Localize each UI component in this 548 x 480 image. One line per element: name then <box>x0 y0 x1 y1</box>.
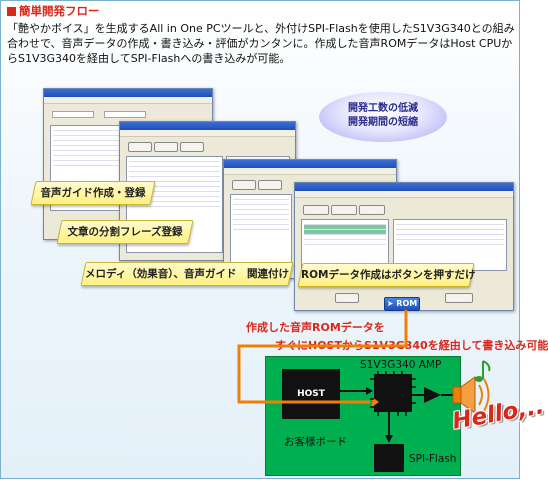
window-button[interactable] <box>180 142 204 152</box>
menu-bar <box>44 97 212 104</box>
callout-melody: メロディ（効果音）、音声ガイド 関連付け <box>80 262 294 286</box>
menu-bar <box>295 191 513 198</box>
melody-list <box>230 194 292 268</box>
rom-arrow-icon: ➤ <box>386 299 394 308</box>
rom-table <box>301 219 389 271</box>
host-chip: HOST <box>282 369 340 419</box>
window-button[interactable] <box>359 205 385 215</box>
window-button[interactable] <box>128 142 152 152</box>
window-button[interactable] <box>154 142 178 152</box>
window-button[interactable] <box>232 180 256 190</box>
menu-bar <box>120 130 295 137</box>
menu-bar <box>224 168 396 175</box>
s1v3g340-chip <box>374 374 412 412</box>
tool-window-4 <box>294 182 514 311</box>
title-bar <box>120 122 295 130</box>
window-button[interactable] <box>331 205 357 215</box>
benefit-line-1: 開発工数の低減 <box>348 103 418 114</box>
write-note-line-2: すぐにHOSTからS1V3G340を経由して書き込み可能 <box>275 339 548 352</box>
rom-settings <box>393 219 507 271</box>
spi-flash-label: SPI-Flash <box>409 453 457 465</box>
rom-button[interactable]: ➤ ROM <box>384 297 420 311</box>
board-label: お客様ボード <box>284 436 347 448</box>
benefit-ellipse: 開発工数の低減 開発期間の短縮 <box>319 92 447 142</box>
spi-flash-chip <box>374 444 404 472</box>
window-button[interactable] <box>335 293 359 303</box>
window-button[interactable] <box>445 293 473 303</box>
section-title: 簡単開発フロー <box>7 3 100 19</box>
benefit-line-2: 開発期間の短縮 <box>348 117 418 128</box>
window-button[interactable] <box>258 180 282 190</box>
title-bar <box>44 89 212 97</box>
title-bar <box>295 183 513 191</box>
title-square-icon <box>7 7 16 16</box>
amp-label: S1V3G340 AMP <box>360 359 442 371</box>
intro-text: 「艶やかボイス」を生成するAll in One PCツールと、外付けSPI-Fl… <box>7 22 515 65</box>
window-button[interactable] <box>303 205 329 215</box>
callout-guide: 音声ガイド作成・登録 <box>30 181 156 205</box>
hello-text: Hello,.. <box>450 393 547 435</box>
callout-phrase: 文章の分割フレーズ登録 <box>56 220 194 244</box>
music-note-icon <box>475 360 491 382</box>
write-note-line-1: 作成した音声ROMデータを <box>246 321 385 334</box>
callout-rom: ROMデータ作成はボタンを押すだけ <box>297 263 475 287</box>
title-bar <box>224 160 396 168</box>
